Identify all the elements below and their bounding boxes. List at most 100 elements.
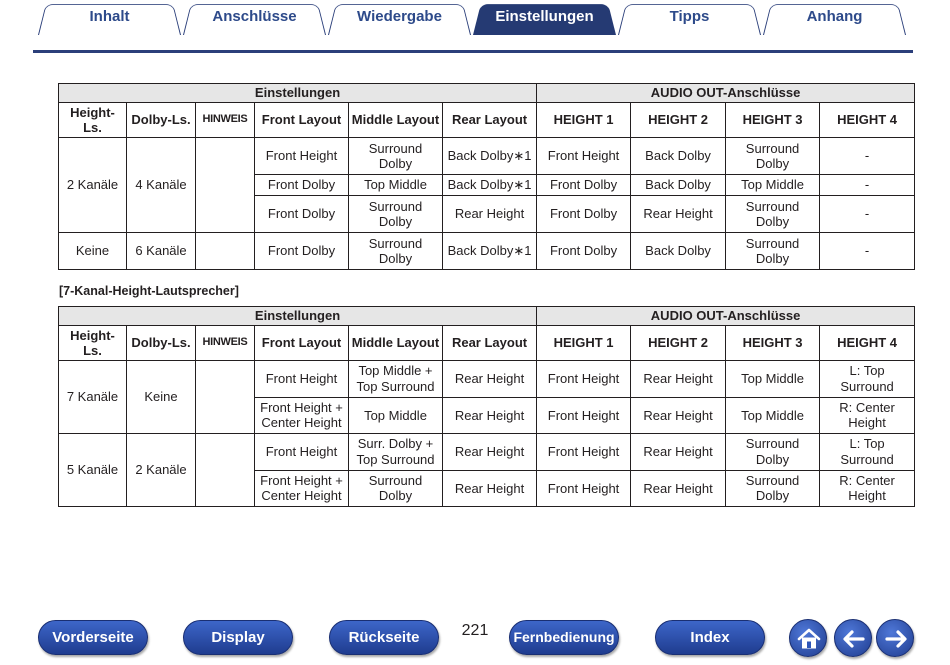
tab-einstellungen[interactable]: Einstellungen xyxy=(495,8,594,25)
table-cell: Front Height xyxy=(254,360,349,398)
col-height-1: HEIGHT 1 xyxy=(536,102,632,138)
fernbedienung-button[interactable]: Fernbedienung xyxy=(509,620,619,655)
table-cell: Back Dolby xyxy=(630,137,727,175)
table-cell: Surround Dolby xyxy=(725,232,821,270)
table-cell: Rear Height xyxy=(441,195,538,233)
dolby-ls-cell: Keine xyxy=(126,360,196,434)
table-cell: L: Top Surround xyxy=(819,360,916,398)
height-ls-cell: 2 Kanäle xyxy=(58,137,127,233)
col-hinweis: HINWEIS xyxy=(195,325,255,361)
table-row: Front Dolby Surround Dolby Rear Height F… xyxy=(59,195,916,233)
speaker-config-table-1: Einstellungen AUDIO OUT-Anschlüsse Heigh… xyxy=(57,83,916,270)
table-cell: Rear Height xyxy=(630,396,727,434)
tab-underline xyxy=(33,50,913,53)
tab-inhalt[interactable]: Inhalt xyxy=(89,8,130,25)
table-cell: Surround Dolby xyxy=(348,195,443,233)
back-button[interactable] xyxy=(834,619,872,657)
table-cell: Front Dolby xyxy=(536,232,632,270)
table-cell: Rear Height xyxy=(630,195,727,233)
table-row: 2 Kanäle 4 Kanäle Front Height Surround … xyxy=(58,137,916,233)
table-cell: Front Height xyxy=(536,137,632,175)
table-row: Front Height + Center Height Top Middle … xyxy=(59,396,916,434)
table-cell: Front Height xyxy=(536,396,632,434)
table-cell: Top Middle + Top Surround xyxy=(348,360,443,398)
col-middle-layout: Middle Layout xyxy=(348,325,443,361)
col-hinweis: HINWEIS xyxy=(195,102,255,138)
table-cell: Rear Height xyxy=(441,396,538,434)
table-cell: L: Top Surround xyxy=(819,433,916,471)
table-cell: Front Height xyxy=(254,137,349,175)
table-cell: Top Middle xyxy=(348,396,443,434)
vorderseite-button[interactable]: Vorderseite xyxy=(38,620,148,655)
table-cell: Back Dolby xyxy=(630,174,727,196)
home-icon xyxy=(797,628,821,649)
table-cell: Top Middle xyxy=(725,396,821,434)
table-cell: Surround Dolby xyxy=(348,232,443,270)
table-cell: Rear Height xyxy=(441,360,538,398)
col-middle-layout: Middle Layout xyxy=(348,102,443,138)
page-number: 221 xyxy=(461,622,489,639)
table-cell: Front Dolby xyxy=(536,174,632,196)
forward-button[interactable] xyxy=(876,619,914,657)
col-front-layout: Front Layout xyxy=(254,102,349,138)
table-cell: - xyxy=(819,195,916,233)
col-height-ls: Height-Ls. xyxy=(58,102,127,138)
table-cell: Surround Dolby xyxy=(348,469,443,507)
col-height-3: HEIGHT 3 xyxy=(725,102,821,138)
col-height-ls: Height-Ls. xyxy=(58,325,127,361)
table-cell: Front Dolby xyxy=(254,195,349,233)
table-cell: Front Dolby xyxy=(536,195,632,233)
dolby-ls-cell: 6 Kanäle xyxy=(126,232,196,270)
table-cell: Surround Dolby xyxy=(348,137,443,175)
table-cell: Back Dolby∗1 xyxy=(441,174,538,196)
table-cell: Front Height + Center Height xyxy=(254,396,349,434)
table-cell: Front Dolby xyxy=(254,174,349,196)
table-cell: - xyxy=(819,137,916,175)
table-cell: Top Middle xyxy=(348,174,443,196)
table-cell: Surround Dolby xyxy=(725,195,821,233)
group-header-settings: Einstellungen xyxy=(57,83,538,103)
rueckseite-button[interactable]: Rückseite xyxy=(329,620,439,655)
table-row: 7 Kanäle Keine Front Height Top Middle +… xyxy=(58,360,916,434)
hinweis-cell xyxy=(195,360,255,434)
table-cell: Front Height + Center Height xyxy=(254,469,349,507)
table-cell: Top Middle xyxy=(725,360,821,398)
tab-wiedergabe[interactable]: Wiedergabe xyxy=(357,8,442,25)
height-ls-cell: Keine xyxy=(58,232,127,270)
table-cell: Surr. Dolby + Top Surround xyxy=(348,433,443,471)
table-cell: Rear Height xyxy=(441,469,538,507)
section-title: [7-Kanal-Height-Lautsprecher] xyxy=(59,284,239,298)
hinweis-cell xyxy=(195,433,255,507)
dolby-ls-cell: 4 Kanäle xyxy=(126,137,196,233)
col-height-4: HEIGHT 4 xyxy=(819,102,916,138)
home-button[interactable] xyxy=(789,619,827,657)
col-height-1: HEIGHT 1 xyxy=(536,325,632,361)
table-row: Keine 6 Kanäle Front Dolby Surround Dolb… xyxy=(58,232,916,270)
index-button[interactable]: Index xyxy=(655,620,765,655)
table-cell: Surround Dolby xyxy=(725,433,821,471)
table-cell: Back Dolby∗1 xyxy=(441,232,538,270)
table-cell: Front Height xyxy=(536,433,632,471)
tab-anhang[interactable]: Anhang xyxy=(806,8,863,25)
display-button[interactable]: Display xyxy=(183,620,293,655)
table-cell: Back Dolby xyxy=(630,232,727,270)
table-cell: Rear Height xyxy=(630,433,727,471)
back-arrow-icon xyxy=(843,630,865,648)
col-height-3: HEIGHT 3 xyxy=(725,325,821,361)
col-height-2: HEIGHT 2 xyxy=(630,102,727,138)
tab-tipps[interactable]: Tipps xyxy=(669,8,710,25)
col-rear-layout: Rear Layout xyxy=(441,325,538,361)
table-row: 5 Kanäle 2 Kanäle Front Height Surr. Dol… xyxy=(58,433,916,507)
table-cell: Rear Height xyxy=(441,433,538,471)
table-cell: Rear Height xyxy=(630,360,727,398)
table-row: Front Height + Center Height Surround Do… xyxy=(59,469,916,507)
height-ls-cell: 5 Kanäle xyxy=(58,433,127,507)
col-height-4: HEIGHT 4 xyxy=(819,325,916,361)
table-cell: Front Height xyxy=(536,360,632,398)
dolby-ls-cell: 2 Kanäle xyxy=(126,433,196,507)
table-cell: - xyxy=(819,174,916,196)
table-cell: Top Middle xyxy=(725,174,821,196)
group-header-outputs: AUDIO OUT-Anschlüsse xyxy=(536,83,916,103)
tab-anschluesse[interactable]: Anschlüsse xyxy=(212,8,297,25)
table-cell: Surround Dolby xyxy=(725,137,821,175)
